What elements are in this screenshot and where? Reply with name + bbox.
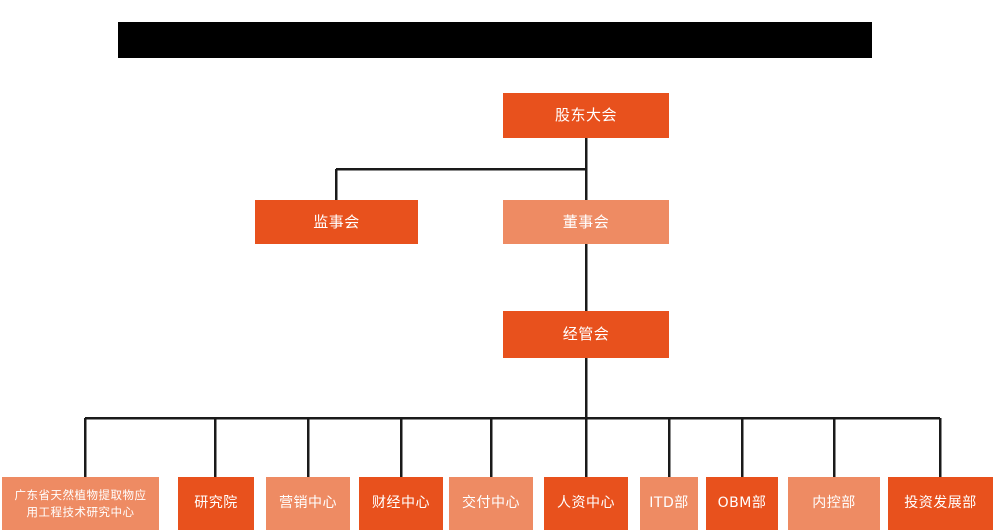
node-itd-department[interactable]: ITD部 — [640, 477, 698, 530]
node-finance-center[interactable]: 财经中心 — [359, 477, 443, 530]
node-shareholders-meeting[interactable]: 股东大会 — [503, 93, 669, 138]
node-label: 监事会 — [313, 212, 360, 231]
node-label: 交付中心 — [462, 494, 520, 511]
node-human-resources-center[interactable]: 人资中心 — [544, 477, 628, 530]
node-label: 投资发展部 — [904, 494, 977, 511]
node-label: 内控部 — [812, 494, 856, 511]
redacted-title-bar — [118, 22, 872, 58]
node-label: 财经中心 — [372, 494, 430, 511]
node-investment-development-department[interactable]: 投资发展部 — [888, 477, 993, 530]
node-research-institute[interactable]: 研究院 — [178, 477, 254, 530]
node-guangdong-plant-extract-research-center[interactable]: 广东省天然植物提取物应 用工程技术研究中心 — [2, 477, 159, 530]
node-marketing-center[interactable]: 营销中心 — [266, 477, 350, 530]
node-label: 研究院 — [194, 494, 238, 511]
node-label: 股东大会 — [554, 106, 617, 125]
node-delivery-center[interactable]: 交付中心 — [449, 477, 533, 530]
node-label: 营销中心 — [279, 494, 337, 511]
node-label: 董事会 — [562, 212, 610, 231]
node-label: 广东省天然植物提取物应 用工程技术研究中心 — [14, 487, 147, 519]
node-supervisory-board[interactable]: 监事会 — [255, 200, 418, 244]
node-management-committee[interactable]: 经管会 — [503, 311, 669, 358]
node-obm-department[interactable]: OBM部 — [706, 477, 778, 530]
node-label: OBM部 — [717, 494, 767, 511]
node-label: 经管会 — [562, 325, 610, 344]
node-board-of-directors[interactable]: 董事会 — [503, 200, 669, 244]
node-label: ITD部 — [649, 494, 689, 511]
node-internal-control-department[interactable]: 内控部 — [788, 477, 880, 530]
node-label: 人资中心 — [557, 494, 615, 511]
